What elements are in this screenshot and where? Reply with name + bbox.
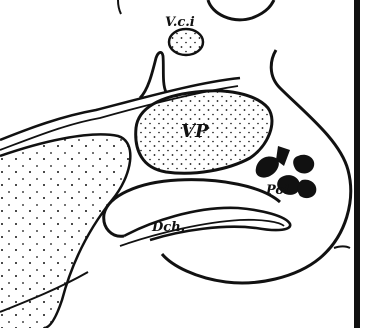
label-dch: Dch. (151, 220, 185, 235)
label-vci: V.c.i (165, 15, 195, 30)
vci-oval (169, 29, 203, 55)
label-pol: Pol (265, 183, 289, 198)
upper-right-structure-outline (208, 0, 274, 20)
pol-patch (297, 180, 316, 198)
dch-tube-bottom (120, 220, 284, 246)
pol-patch (256, 156, 279, 177)
tract-spike (140, 52, 166, 98)
label-vp: VP (181, 121, 209, 142)
upper-left-edge-line (118, 0, 121, 14)
pol-patch (293, 155, 314, 174)
right-curve-inner-edge (334, 247, 350, 249)
